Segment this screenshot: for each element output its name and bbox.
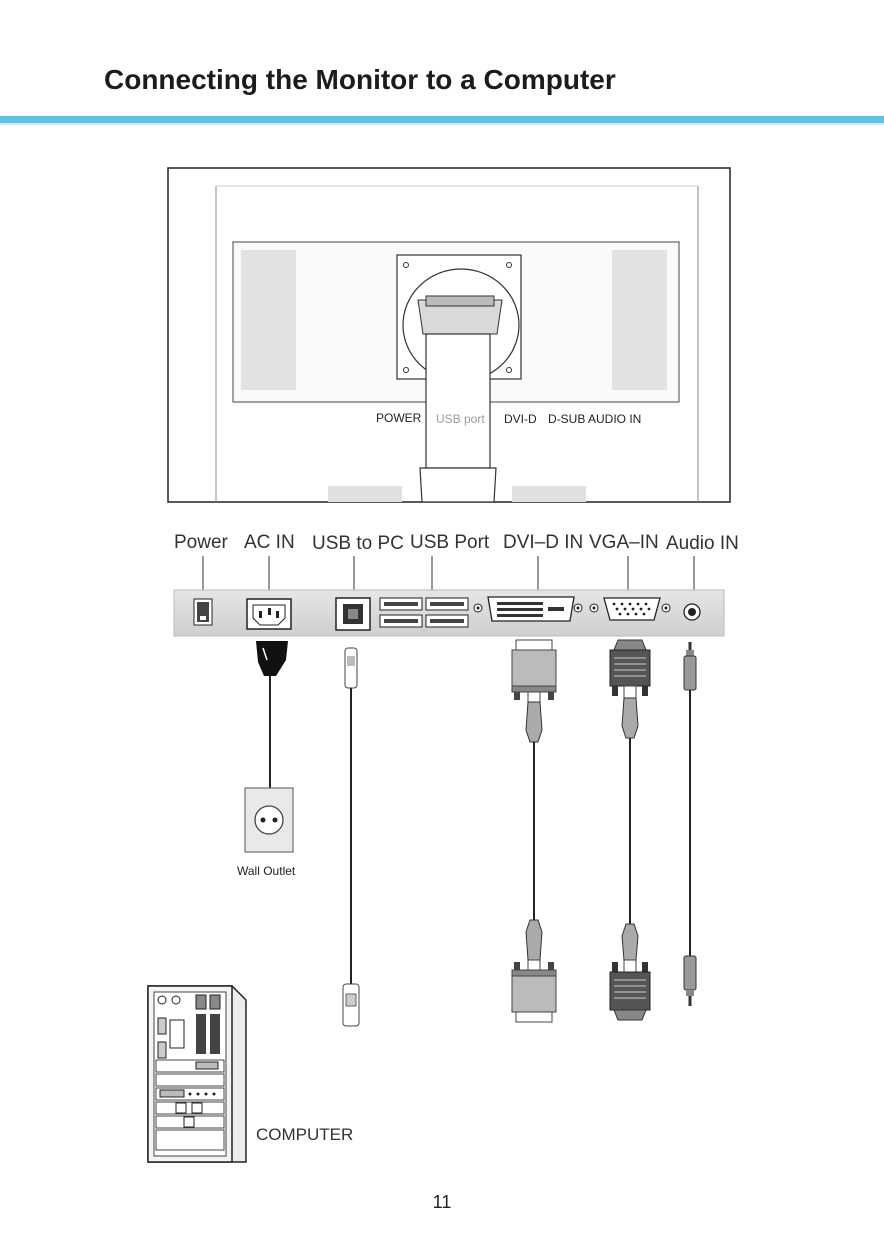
port-label-audio-in: Audio IN: [666, 533, 739, 554]
port-label-vga-in: VGA–IN: [589, 532, 659, 553]
label-leader-lines: [203, 556, 694, 594]
dvi-cable: [512, 640, 556, 1022]
wall-outlet-icon: [245, 788, 293, 852]
wall-outlet-label: Wall Outlet: [237, 864, 296, 878]
port-panel: [174, 590, 724, 636]
back-label-audio-in: AUDIO IN: [588, 412, 641, 426]
back-label-dvi-d: DVI-D: [504, 412, 537, 426]
monitor-back-illustration: [168, 168, 730, 502]
computer-tower-icon: [148, 986, 246, 1162]
usb-b-port-icon: [336, 598, 370, 630]
back-label-d-sub: D-SUB: [548, 412, 585, 426]
vga-cable: [610, 640, 650, 1020]
page-number: 11: [0, 1192, 884, 1213]
audio-jack-icon: [684, 604, 700, 620]
port-label-usb-to-pc: USB to PC: [312, 533, 404, 554]
power-switch-icon: [194, 599, 212, 625]
back-label-power: POWER: [376, 411, 422, 425]
computer-label: COMPUTER: [256, 1125, 353, 1144]
port-label-ac-in: AC IN: [244, 532, 295, 553]
usb-cable: [343, 648, 359, 1026]
ac-in-socket-icon: [247, 599, 291, 629]
port-label-power: Power: [174, 532, 229, 553]
port-label-dvi-d-in: DVI–D IN: [503, 532, 583, 553]
audio-cable: [684, 642, 696, 1006]
power-cable: [256, 641, 288, 788]
back-label-usb-port: USB port: [436, 412, 485, 426]
port-label-usb-port: USB Port: [410, 532, 490, 553]
